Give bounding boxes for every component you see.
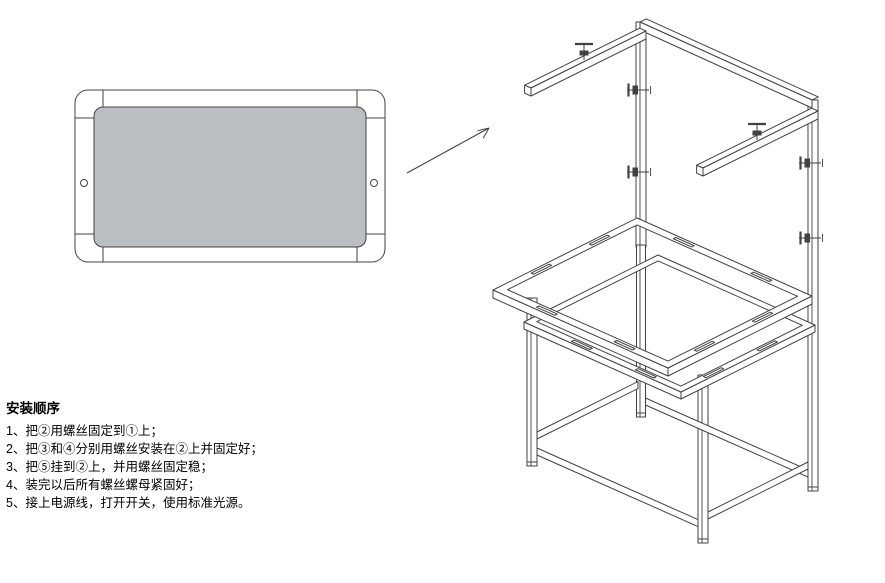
lower-table-frame <box>523 254 816 400</box>
instruction-step: 3、把⑤挂到②上，并用螺丝固定稳； <box>6 460 213 474</box>
mounting-hole-left <box>80 179 88 187</box>
panel-glass <box>93 106 367 248</box>
frame-slots <box>530 234 778 379</box>
instruction-step: 1、把②用螺丝固定到①上； <box>6 424 163 438</box>
left-arm <box>524 27 647 97</box>
instruction-step: 5、接上电源线，打开开关，使用标准光源。 <box>6 496 251 510</box>
back-leg <box>636 244 646 418</box>
top-rail <box>639 18 819 109</box>
upper-table-frame <box>492 217 813 377</box>
instructions-title: 安装顺序 <box>6 401 60 416</box>
stand-isometric-view <box>492 18 823 544</box>
left-post <box>635 21 647 248</box>
stretchers <box>536 381 809 528</box>
panel-frame-joints <box>75 90 385 262</box>
fixing-screws <box>575 42 823 245</box>
mounting-hole-right <box>370 179 378 187</box>
panel-front-view <box>74 89 386 263</box>
front-leg <box>697 374 709 544</box>
instruction-step: 2、把③和④分别用螺丝安装在②上并固定好； <box>6 442 263 456</box>
assembly-arrow-icon <box>406 127 490 174</box>
installation-instructions: 安装顺序 1、把②用螺丝固定到①上； 2、把③和④分别用螺丝安装在②上并固定好； 3… <box>6 397 336 512</box>
instruction-step: 4、装完以后所有螺丝螺母紧固好； <box>6 478 201 492</box>
instruction-steps: 1、把②用螺丝固定到①上； 2、把③和④分别用螺丝安装在②上并固定好； 3、把⑤挂到… <box>6 422 336 512</box>
